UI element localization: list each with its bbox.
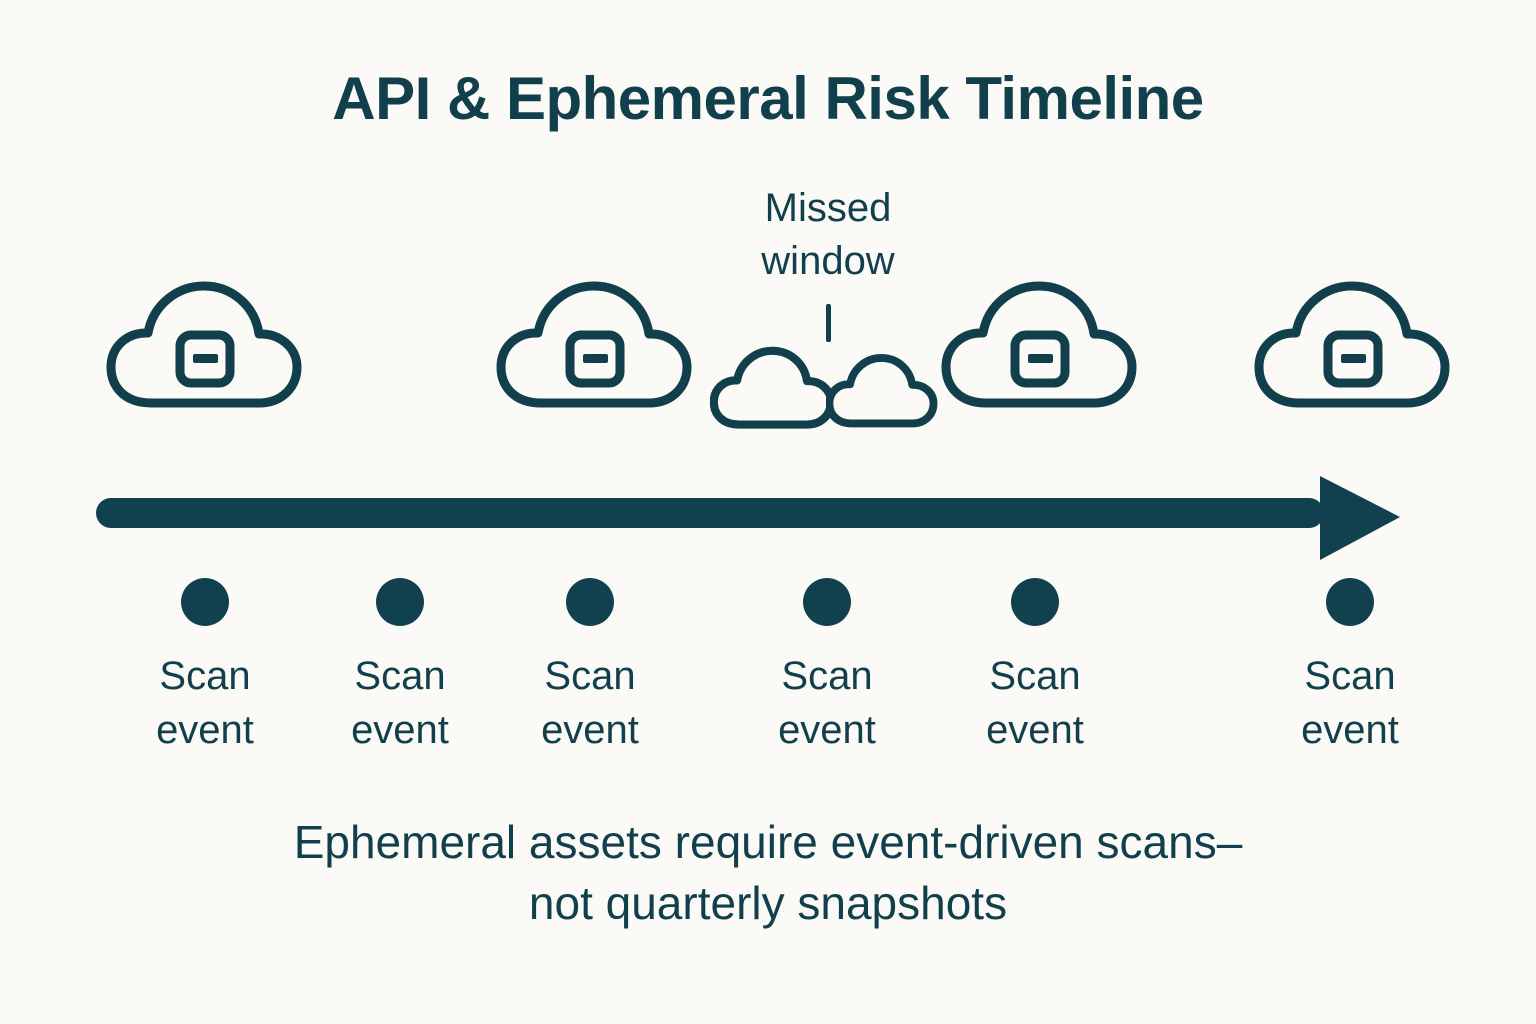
cloud-asset-3 — [940, 275, 1140, 415]
event-label: Scan event — [1301, 654, 1399, 752]
empty-cloud-icon — [826, 354, 938, 428]
event-dot-icon — [803, 578, 851, 626]
event-label: Scan event — [986, 654, 1084, 752]
server-cloud-icon — [106, 281, 302, 408]
cloud-asset-2 — [495, 275, 695, 415]
timeline-event-2[interactable]: Scan event — [320, 578, 480, 757]
timeline-event-5[interactable]: Scan event — [955, 578, 1115, 757]
server-cloud-icon — [941, 281, 1137, 408]
event-label: Scan event — [778, 654, 876, 752]
cloud-asset-1 — [105, 275, 305, 415]
empty-cloud-icon — [710, 346, 836, 429]
event-dot-icon — [376, 578, 424, 626]
timeline-event-1[interactable]: Scan event — [125, 578, 285, 757]
caption-text: Ephemeral assets require event-driven sc… — [293, 816, 1243, 929]
missed-window-pointer-icon — [826, 304, 831, 342]
cloud-asset-4 — [1253, 275, 1453, 415]
event-dot-icon — [181, 578, 229, 626]
cloud-missed-b — [826, 350, 938, 432]
server-cloud-icon — [496, 281, 692, 408]
event-dot-icon — [1326, 578, 1374, 626]
arrow-right-icon — [96, 476, 1400, 560]
timeline-event-4[interactable]: Scan event — [747, 578, 907, 757]
event-label: Scan event — [156, 654, 254, 752]
event-dot-icon — [566, 578, 614, 626]
page-title: API & Ephemeral Risk Timeline — [332, 65, 1204, 132]
cloud-missed-a — [710, 342, 836, 434]
timeline-axis-arrow — [90, 468, 1410, 568]
event-dot-icon — [1011, 578, 1059, 626]
server-cloud-icon — [1254, 281, 1450, 408]
timeline-event-6[interactable]: Scan event — [1270, 578, 1430, 757]
event-label: Scan event — [351, 654, 449, 752]
timeline-event-3[interactable]: Scan event — [510, 578, 670, 757]
event-label: Scan event — [541, 654, 639, 752]
missed-window-label: Missed window — [761, 186, 895, 283]
